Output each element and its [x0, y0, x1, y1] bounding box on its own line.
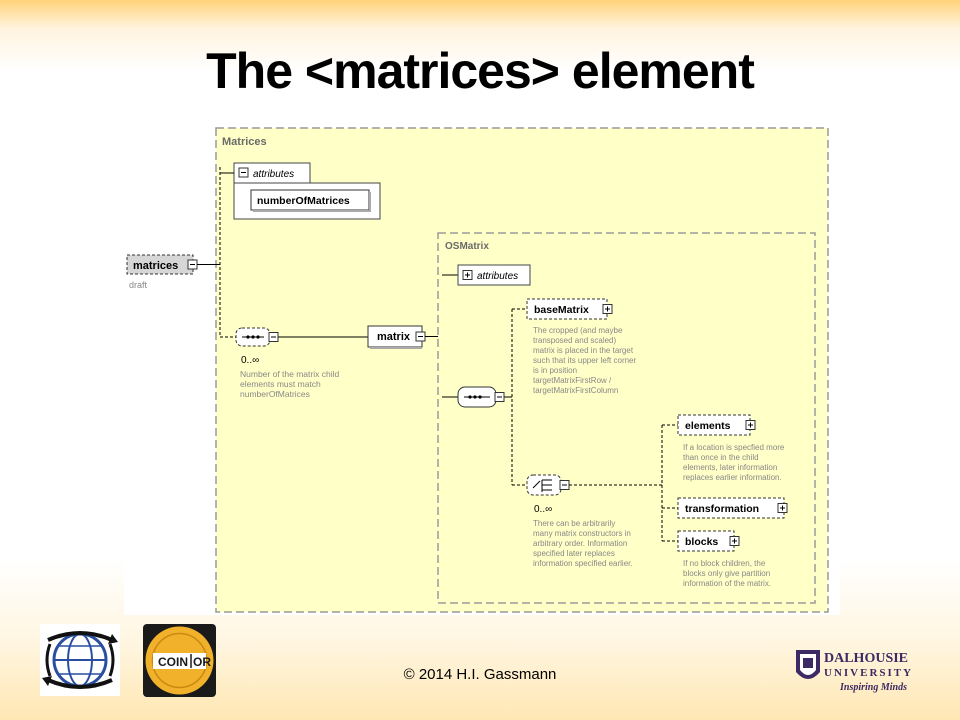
osmatrix-attributes-label: attributes: [477, 271, 518, 282]
osmatrix-type-box: [437, 232, 816, 604]
dalhousie-line2: UNIVERSITY: [824, 667, 913, 679]
coin-or-text-left: COIN: [158, 655, 188, 669]
sequence-note: Number of the matrix child elements must…: [240, 369, 342, 399]
coin-or-text-right: OR: [193, 655, 211, 669]
matrix-element-label: matrix: [377, 331, 411, 343]
root-note: draft: [129, 280, 148, 290]
root-element-label: matrices: [133, 260, 178, 272]
dalhousie-university-logo: DALHOUSIE UNIVERSITY Inspiring Minds: [794, 646, 924, 694]
basematrix-note: The cropped (and maybe transposed and sc…: [533, 326, 638, 395]
attribute-numberofmatrices-label: numberOfMatrices: [257, 195, 350, 207]
blocks-note: If no block children, the blocks only gi…: [683, 559, 772, 588]
schema-diagram: Matrices matrices draft attributes numbe…: [124, 125, 840, 615]
schema-diagram-svg: Matrices matrices draft attributes numbe…: [126, 127, 829, 613]
dalhousie-line1: DALHOUSIE: [824, 651, 908, 666]
basematrix-element-label: baseMatrix: [534, 304, 589, 316]
blocks-element-label: blocks: [685, 536, 718, 548]
copyright-footer: © 2014 H.I. Gassmann: [403, 666, 557, 683]
attributes-group-label: attributes: [253, 169, 294, 180]
elements-note: If a location is specfied more than once…: [683, 443, 787, 482]
coin-or-logo: COIN OR: [143, 624, 216, 697]
sequence-occurrence: 0..∞: [241, 355, 259, 366]
choice-occurrence: 0..∞: [534, 504, 552, 515]
dalhousie-tagline: Inspiring Minds: [839, 682, 907, 693]
slide-title: The <matrices> element: [206, 43, 755, 99]
transformation-element-label: transformation: [685, 503, 759, 515]
osmatrix-attributes-box[interactable]: [457, 264, 531, 286]
choice-note: There can be arbitrarily many matrix con…: [533, 519, 633, 568]
optimization-society-logo: [40, 624, 120, 696]
matrices-type-label: Matrices: [222, 136, 267, 148]
osmatrix-type-label: OSMatrix: [445, 241, 489, 252]
elements-element-label: elements: [685, 420, 731, 432]
